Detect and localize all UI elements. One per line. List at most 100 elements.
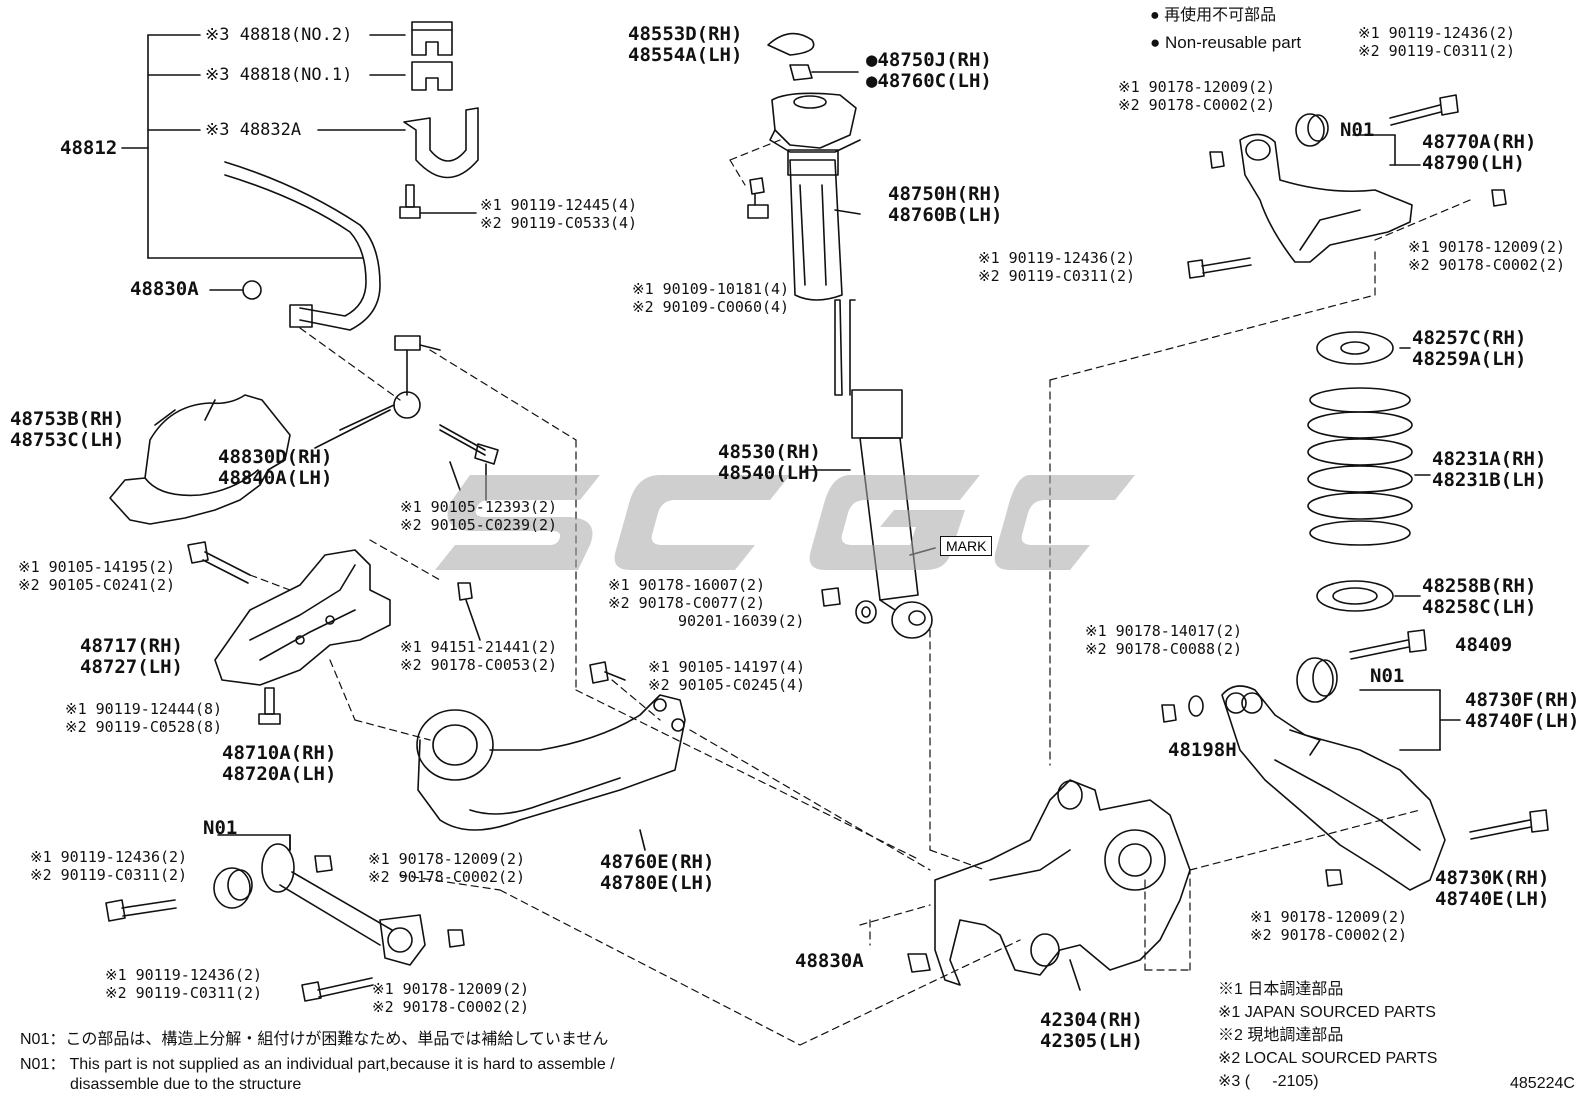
member-nut-label-1: ※1 94151-21441(2) [400, 638, 558, 656]
upper-arm-nut-left-label-1: ※1 90178-12009(2) [1118, 78, 1276, 96]
lower-arm-label-lh: 48740F(LH) [1465, 710, 1580, 732]
member-bolt-bottom-label-2: ※2 90119-C0528(8) [65, 718, 223, 736]
member-bracket-part [214, 549, 391, 686]
upper-arm-bolt-top-label-1: ※1 90119-12436(2) [1358, 24, 1516, 42]
label-leaders [204, 134, 1461, 991]
sources-line-1: ※1 日本調達部品 [1218, 981, 1344, 998]
trailing-arm-bolt [589, 661, 626, 684]
bracket-label: ※3 48832A [205, 120, 302, 140]
upper-arm-nut-left [1209, 151, 1225, 169]
lower-arm-nut-label-2: ※2 90178-C0088(2) [1085, 640, 1243, 658]
link-label-rh: 48830D(RH) [218, 446, 333, 468]
shock-mount-bolt [747, 177, 769, 219]
shock-mount-bolt-label-1: ※1 90109-10181(4) [632, 280, 790, 298]
link-bolt-label-2: ※2 90105-C0239(2) [400, 516, 558, 534]
knuckle-nut-48830A [907, 953, 931, 973]
spring-lower-seat-label-rh: 48258B(RH) [1422, 575, 1537, 597]
shock-washer [855, 600, 877, 624]
toe-arm-label-rh: 48710A(RH) [222, 742, 337, 764]
upper-arm-bushing-n01 [1295, 113, 1329, 147]
toe-arm-bolt-bottom-label-2: ※2 90119-C0311(2) [105, 984, 263, 1002]
legend-nonreusable-jp: ● 再使用不可部品 [1150, 7, 1277, 24]
trailing-arm-label-lh: 48780E(LH) [600, 872, 715, 894]
toe-arm-bolt-bottom-label-1: ※1 90119-12436(2) [105, 966, 263, 984]
member-bolt-bottom [258, 687, 281, 725]
stabilizer-bracket [403, 107, 479, 179]
lower-arm-part [1221, 685, 1446, 891]
bushing-no2-label: ※3 48818(NO.2) [205, 25, 353, 45]
mark-callout: MARK [940, 536, 993, 556]
upper-arm-label-lh: 48790(LH) [1422, 152, 1525, 174]
lower-arm-bushing-n01 [1296, 657, 1338, 703]
shock-cap-label-lh: 48554A(LH) [628, 44, 743, 66]
cover-part [109, 394, 291, 525]
toe-arm-nut-top [314, 855, 333, 873]
cover-label-rh: 48753B(RH) [10, 408, 125, 430]
stabilizer-bolt-label-1: ※1 90119-12445(4) [480, 196, 638, 214]
stabilizer-bolt-label-2: ※2 90119-C0533(4) [480, 214, 638, 232]
lower-arm-nut-label-1: ※1 90178-14017(2) [1085, 622, 1243, 640]
upper-arm-nut-left-label-2: ※2 90178-C0002(2) [1118, 96, 1276, 114]
lower-arm-nut2-label-2: ※2 90178-C0002(2) [1250, 926, 1408, 944]
shock-absorber-label-rh: 48530(RH) [718, 441, 821, 463]
stabilizer-bushing-no2 [411, 21, 453, 56]
lower-arm-nut-48198h [1161, 695, 1204, 723]
spring-upper-seat-label-lh: 48259A(LH) [1412, 348, 1527, 370]
member-nut [457, 582, 481, 641]
stabilizer-link [339, 335, 441, 431]
upper-arm-n01-label: N01 [1340, 119, 1375, 141]
lower-arm-bolt-label: 48409 [1455, 634, 1513, 656]
trailing-arm-part [416, 694, 686, 831]
shock-washer-label: 90201-16039(2) [678, 612, 805, 630]
upper-arm-nut-right [1491, 189, 1507, 207]
knuckle-part [934, 779, 1191, 986]
diagram-id: 485224C [1510, 1075, 1575, 1092]
bushing-no1-label: ※3 48818(NO.1) [205, 65, 353, 85]
footnote-en-1: N01： This part is not supplied as an ind… [20, 1056, 615, 1073]
toe-arm-label-lh: 48720A(LH) [222, 763, 337, 785]
shock-lower-nut-label-2: ※2 90178-C0077(2) [608, 594, 766, 612]
toe-arm-bolt-left [105, 899, 177, 922]
shock-mount-label-lh: 48760B(LH) [888, 204, 1003, 226]
stabilizer-nut-48830A [209, 280, 262, 300]
spring-coil-label-lh: 48231B(LH) [1432, 469, 1547, 491]
knuckle-nut-label: 48830A [795, 950, 864, 972]
trailing-arm-label-rh: 48760E(RH) [600, 851, 715, 873]
cover-label-lh: 48753C(LH) [10, 429, 125, 451]
toe-arm-nut-bottom-label-2: ※2 90178-C0002(2) [372, 998, 530, 1016]
toe-arm-bolt-left-label-1: ※1 90119-12436(2) [30, 848, 188, 866]
upper-arm-nut-right-label-1: ※1 90178-12009(2) [1408, 238, 1566, 256]
upper-arm-bolt-left-label-1: ※1 90119-12436(2) [978, 249, 1136, 267]
shock-mount-label-rh: 48750H(RH) [888, 183, 1003, 205]
link-label-lh: 48840A(LH) [218, 467, 333, 489]
spring-lower-seat [1316, 580, 1394, 612]
member-bolt-top-label-2: ※2 90105-C0241(2) [18, 576, 176, 594]
shock-cap [767, 32, 815, 56]
spring-coil-label-rh: 48231A(RH) [1432, 448, 1547, 470]
shock-lower-nut-label-1: ※1 90178-16007(2) [608, 576, 766, 594]
upper-arm-bolt-top-label-2: ※2 90119-C0311(2) [1358, 42, 1516, 60]
link-bolt-label-1: ※1 90105-12393(2) [400, 498, 558, 516]
stabilizer-nut-label: 48830A [130, 278, 199, 300]
lower-arm-washer-label: 48198H [1168, 739, 1237, 761]
trailing-arm-bolt-label-1: ※1 90105-14197(4) [648, 658, 806, 676]
sources-line-2: ※1 JAPAN SOURCED PARTS [1218, 1004, 1436, 1021]
toe-arm-nut-top-label-2: ※2 90178-C0002(2) [368, 868, 526, 886]
shock-mount-bolt-label-2: ※2 90109-C0060(4) [632, 298, 790, 316]
stabilizer-group-label: 48812 [60, 137, 118, 159]
legend-nonreusable-en: ● Non-reusable part [1150, 33, 1302, 52]
shock-cap-label-rh: 48553D(RH) [628, 23, 743, 45]
stabilizer-bolt [399, 184, 477, 219]
upper-arm-label-rh: 48770A(RH) [1422, 131, 1537, 153]
spring-lower-seat-label-lh: 48258C(LH) [1422, 596, 1537, 618]
sources-line-5: ※3 ( -2105) [1218, 1073, 1319, 1090]
upper-arm-bolt-top [1389, 94, 1459, 126]
upper-arm-nut-right-label-2: ※2 90178-C0002(2) [1408, 256, 1566, 274]
knuckle-label-lh: 42305(LH) [1040, 1030, 1143, 1052]
lower-arm-label-rh: 48730F(RH) [1465, 689, 1580, 711]
upper-arm-part [1239, 133, 1413, 263]
member-bolt-top-label-1: ※1 90105-14195(2) [18, 558, 176, 576]
lower-arm-bolt-48409 [1349, 629, 1427, 660]
